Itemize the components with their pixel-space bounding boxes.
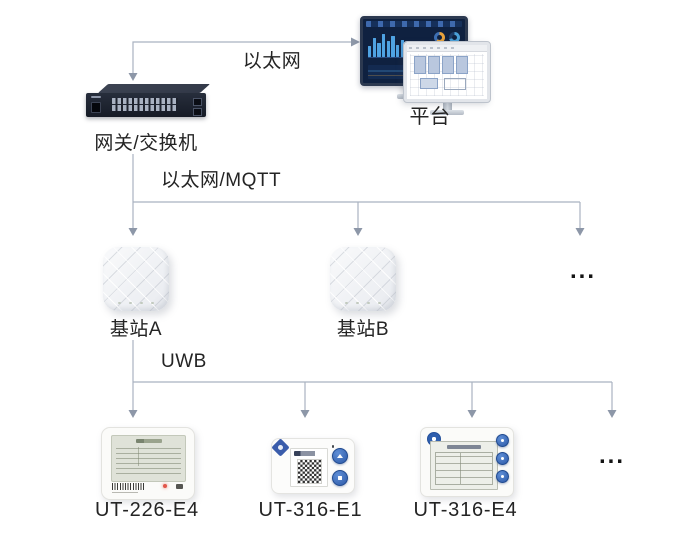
arrowhead-to-tag2: [300, 410, 310, 418]
tag-buttons: [332, 448, 348, 486]
arrowhead-to-switch: [128, 73, 138, 81]
switch-port-grid: [112, 97, 178, 112]
sensor-window: [176, 484, 183, 489]
monitor-stand-neck: [442, 102, 452, 110]
platform-label: 平台: [409, 106, 451, 128]
anchor-led-row: [345, 301, 381, 304]
edge-label-ethernet-mqtt: 以太网/MQTT: [161, 170, 282, 191]
floorplan-room: [428, 56, 440, 74]
tag-ut-316-e4-label: UT-316-E4: [413, 499, 518, 521]
stop-button: [332, 470, 348, 486]
floorplan-room: [442, 56, 454, 74]
status-led: [163, 484, 167, 488]
floorplan-drawing: [410, 54, 484, 96]
switch-brand-mark: [91, 96, 101, 98]
base-station-a-icon: [103, 247, 169, 311]
info-screen-header: [447, 445, 481, 449]
arrowhead-to-tag3: [467, 410, 477, 418]
switch-uplink-ports: [193, 98, 202, 116]
alarm-button: [332, 448, 348, 464]
dashboard-donut-chart: [434, 32, 445, 43]
tag-ut-316-e1-icon: [271, 438, 355, 494]
arrowhead-to-tag1: [128, 410, 138, 418]
dashboard-donut-chart: [449, 32, 460, 43]
tag-button: [496, 434, 509, 447]
anchor-led-row: [118, 301, 154, 304]
arrowhead-to-more-stations: [575, 228, 585, 236]
floorplan-room: [456, 56, 468, 74]
tag-button: [496, 452, 509, 465]
floorplan-monitor-icon: [403, 41, 491, 115]
floorplan-room: [420, 78, 438, 89]
eink-screen: [111, 435, 186, 482]
base-station-b-icon: [330, 247, 396, 311]
platform-icon: [358, 16, 498, 115]
switch-top-face: [98, 84, 210, 93]
barcode: [112, 483, 144, 493]
arrowhead-to-platform: [351, 37, 360, 47]
floorplan-screen: [403, 41, 491, 103]
base-station-a-label: 基站A: [109, 319, 163, 340]
gateway-switch-icon: [86, 84, 210, 117]
base-station-b-label: 基站B: [336, 319, 390, 340]
brand-diamond-logo: [271, 438, 290, 457]
eink-header: [135, 439, 162, 443]
switch-front-face: [86, 93, 206, 117]
qr-code: [297, 459, 322, 484]
info-screen: [430, 441, 498, 490]
tag-ut-316-e4-icon: [420, 427, 514, 497]
info-screen-table: [435, 452, 493, 485]
qr-screen-header: [294, 451, 324, 456]
edge-switch-to-platform: [132, 41, 351, 73]
more-base-stations-ellipsis: ...: [569, 257, 596, 284]
tag-ut-226-e4-icon: [101, 427, 195, 500]
switch-port-row: [112, 105, 178, 111]
edge-label-ethernet: 以太网: [242, 51, 302, 72]
switch-power-socket: [91, 102, 101, 113]
dashboard-line-chart: [368, 65, 412, 79]
arrowhead-to-station-a: [128, 228, 138, 236]
switch-uplink-port: [193, 108, 202, 116]
tag-ut-316-e1-label: UT-316-E1: [258, 499, 363, 521]
gateway-switch-label: 网关/交换机: [94, 133, 198, 154]
edge-label-uwb: UWB: [161, 351, 207, 372]
floorplan-room: [444, 78, 466, 90]
tag-buttons: [496, 434, 509, 483]
switch-uplink-port: [193, 98, 202, 106]
indicator-dot: [331, 445, 334, 448]
tag-button: [496, 470, 509, 483]
arrowhead-to-station-b: [353, 228, 363, 236]
arrowhead-to-more-tags: [607, 410, 617, 418]
qr-screen: [290, 448, 328, 487]
switch-port-row: [112, 98, 178, 104]
monitor-stand-base: [430, 110, 464, 115]
dashboard-bar-chart: [368, 32, 404, 58]
more-tags-ellipsis: ...: [598, 442, 625, 469]
dashboard-topbar: [366, 21, 462, 27]
tag-ut-226-e4-label: UT-226-E4: [95, 499, 199, 521]
floorplan-room: [414, 56, 426, 74]
eink-table-rows: [116, 447, 181, 478]
floorplan-toolbar: [407, 45, 487, 52]
